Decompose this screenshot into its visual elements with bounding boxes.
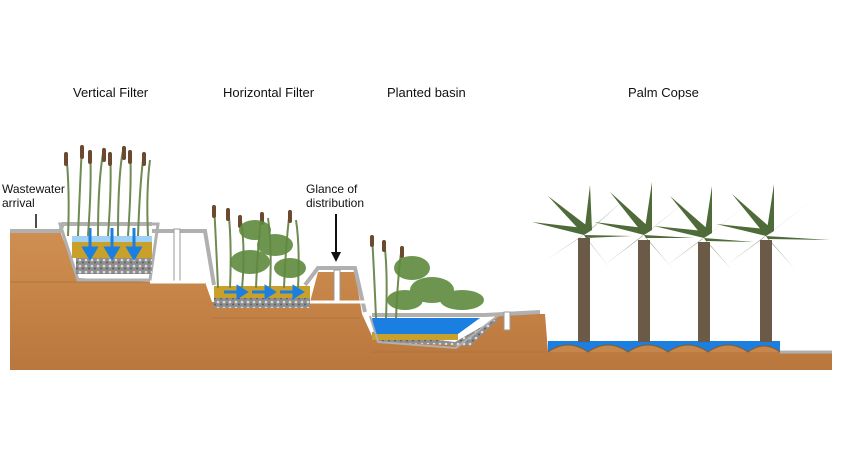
reed-seedheads-vertical xyxy=(64,145,146,166)
label-glance-of-distribution: Glance of distribution xyxy=(306,182,365,210)
vertical-flow-arrows xyxy=(81,228,143,261)
leafy-plants-basin xyxy=(387,256,484,310)
label-planted-basin: Planted basin xyxy=(387,85,466,100)
distribution-arrow xyxy=(331,214,341,262)
planted-basin-liner xyxy=(369,313,501,350)
palm-trees xyxy=(532,182,830,342)
palm-tree xyxy=(716,184,830,342)
label-vertical-filter: Vertical Filter xyxy=(73,85,149,100)
basin-outlet-pipe xyxy=(503,311,511,331)
vertical-filter-liner xyxy=(57,222,160,282)
label-horizontal-filter: Horizontal Filter xyxy=(223,85,315,100)
horizontal-filter-gravel xyxy=(214,296,310,308)
leafy-shrub-horizontal xyxy=(230,220,306,278)
planted-basin xyxy=(369,313,501,350)
horizontal-flow-arrows xyxy=(224,284,305,300)
planted-basin-sand xyxy=(372,332,458,340)
label-palm-copse: Palm Copse xyxy=(628,85,699,100)
reed-seedheads-horizontal xyxy=(212,205,292,228)
planted-basin-water xyxy=(372,318,480,334)
palm-tree xyxy=(532,185,632,342)
reed-seedheads-basin xyxy=(370,235,404,258)
label-wastewater-arrival: Wastewater arrival xyxy=(2,182,65,210)
soil-ground xyxy=(10,231,832,370)
irrigation-channel xyxy=(548,341,780,352)
distribution-standpipe xyxy=(333,269,341,303)
palm-irrigation xyxy=(547,341,832,354)
irrigation-furrows xyxy=(547,344,781,353)
palm-tree xyxy=(654,186,754,342)
palm-tree xyxy=(594,182,694,342)
vertical-outlet-pipe xyxy=(173,228,181,282)
vertical-filter-gravel xyxy=(76,258,152,274)
